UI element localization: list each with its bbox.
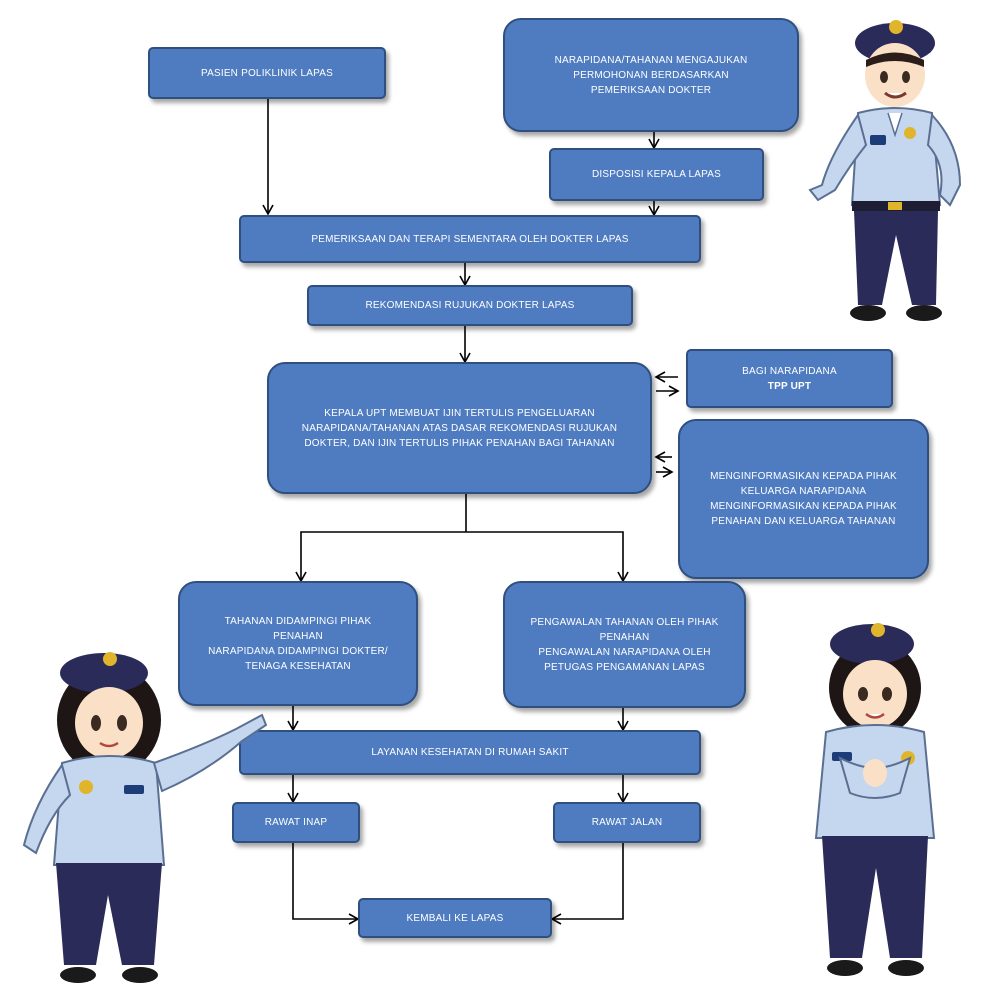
node-pengajuan-label: NARAPIDANA/TAHANAN MENGAJUKAN PERMOHONAN… xyxy=(554,54,748,96)
node-kepala-upt-label: KEPALA UPT MEMBUAT IJIN TERTULIS PENGELU… xyxy=(301,407,618,449)
split-right xyxy=(466,531,629,583)
node-rawat-jalan: RAWAT JALAN xyxy=(553,802,701,843)
node-didampingi-line1: TAHANAN DIDAMPINGI PIHAK PENAHAN xyxy=(224,615,372,642)
arrow-jalan-kembali xyxy=(550,843,624,925)
node-kembali-label: KEMBALI KE LAPAS xyxy=(406,912,504,924)
node-bagi-narapidana-line2: TPP UPT xyxy=(767,380,812,392)
node-pemeriksaan-label: PEMERIKSAAN DAN TERAPI SEMENTARA OLEH DO… xyxy=(311,233,629,245)
node-pemeriksaan: PEMERIKSAAN DAN TERAPI SEMENTARA OLEH DO… xyxy=(239,215,701,263)
node-pengawalan-line1: PENGAWALAN TAHANAN OLEH PIHAK PENAHAN xyxy=(530,616,719,643)
node-disposisi: DISPOSISI KEPALA LAPAS xyxy=(549,148,764,201)
node-rekomendasi: REKOMENDASI RUJUKAN DOKTER LAPAS xyxy=(307,285,633,326)
node-rawat-inap-label: RAWAT INAP xyxy=(264,817,328,828)
node-rawat-jalan-label: RAWAT JALAN xyxy=(591,817,663,828)
node-didampingi-line2: NARAPIDANA DIDAMPINGI DOKTER/ TENAGA KES… xyxy=(208,645,388,672)
arrow-inap-kembali xyxy=(292,843,360,925)
node-didampingi: TAHANAN DIDAMPINGI PIHAK PENAHAN NARAPID… xyxy=(178,581,418,706)
node-kembali: KEMBALI KE LAPAS xyxy=(358,898,552,938)
node-bagi-narapidana: BAGI NARAPIDANA TPP UPT xyxy=(686,349,893,408)
officer-figure-icon xyxy=(808,20,962,321)
node-pengawalan-line2: PENGAWALAN NARAPIDANA OLEH PETUGAS PENGA… xyxy=(538,646,711,673)
node-rawat-inap: RAWAT INAP xyxy=(232,802,360,843)
node-pasien: PASIEN POLIKLINIK LAPAS xyxy=(148,47,386,99)
node-menginformasikan-line1: MENGINFORMASIKAN KEPADA PIHAK KELUARGA N… xyxy=(710,471,897,497)
node-menginformasikan-line2: MENGINFORMASIKAN KEPADA PIHAK PENAHAN DA… xyxy=(710,501,897,527)
node-pengajuan: NARAPIDANA/TAHANAN MENGAJUKAN PERMOHONAN… xyxy=(503,18,799,132)
node-rekomendasi-label: REKOMENDASI RUJUKAN DOKTER LAPAS xyxy=(365,300,575,311)
node-disposisi-label: DISPOSISI KEPALA LAPAS xyxy=(591,169,722,180)
node-layanan-label: LAYANAN KESEHATAN DI RUMAH SAKIT xyxy=(371,747,569,758)
officer-figure-icon xyxy=(22,652,268,983)
split-left xyxy=(295,531,466,583)
node-pasien-label: PASIEN POLIKLINIK LAPAS xyxy=(200,67,334,79)
node-pengawalan: PENGAWALAN TAHANAN OLEH PIHAK PENAHAN PE… xyxy=(503,581,746,708)
node-kepala-upt: KEPALA UPT MEMBUAT IJIN TERTULIS PENGELU… xyxy=(267,362,652,494)
officer-figure-icon xyxy=(814,623,936,976)
node-bagi-narapidana-line1: BAGI NARAPIDANA xyxy=(742,365,837,377)
node-layanan: LAYANAN KESEHATAN DI RUMAH SAKIT xyxy=(239,730,701,775)
node-menginformasikan: MENGINFORMASIKAN KEPADA PIHAK KELUARGA N… xyxy=(678,419,929,579)
